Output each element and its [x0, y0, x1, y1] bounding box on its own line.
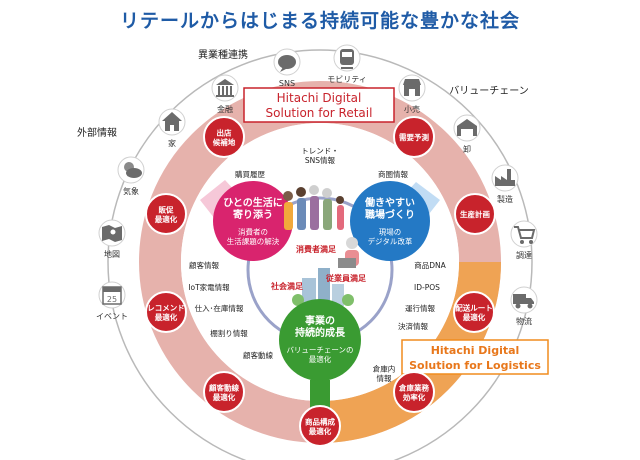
- info-label: 商品DNA: [414, 260, 446, 270]
- logistics-box-line1: Hitachi Digital: [431, 344, 520, 357]
- outer-item-label: SNS: [279, 79, 295, 88]
- ring-node: レコメンド最適化: [145, 291, 187, 333]
- outer-item: 製造: [491, 164, 519, 204]
- consumer-satisfaction-label: 消費者満足: [296, 244, 337, 254]
- cart-icon: [514, 226, 536, 244]
- right-center-circle: [350, 181, 430, 261]
- ring-node-label: 顧客動線最適化: [209, 382, 239, 402]
- truck-icon: [513, 294, 534, 309]
- worker-illustration: [338, 237, 359, 268]
- ring-node-label: レコメンド最適化: [147, 303, 185, 322]
- outer-item-label: 製造: [497, 194, 513, 204]
- value-chain-label: バリューチェーン: [449, 85, 529, 97]
- outer-item-label: 金融: [217, 104, 233, 114]
- ring-node-label: 配送ルート最適化: [455, 302, 493, 322]
- outer-item: 地図: [98, 219, 126, 259]
- outer-item-label: 家: [168, 138, 176, 148]
- ring-node: 出店候補地: [203, 116, 245, 158]
- right-circle-title: 働きやすい職場づくり: [364, 196, 415, 221]
- left-circle-subtitle: 消費者の生活課題の解決: [227, 226, 280, 246]
- outer-ring: [107, 49, 533, 460]
- calendar-date-number: 25: [107, 295, 117, 304]
- page-title: リテールからはじまる持続可能な豊かな社会: [119, 10, 520, 32]
- ring-node-label: 需要予測: [399, 132, 429, 142]
- calendar-icon: 25: [102, 286, 122, 305]
- bottom-circle-title: 事業の持続的成長: [295, 314, 346, 339]
- right-circle-subtitle: 現場のデジタル改革: [368, 226, 413, 246]
- outer-item-label: 卸: [463, 144, 471, 154]
- speech-bubble-icon: [278, 55, 296, 72]
- info-label: IoT家電情報: [188, 282, 230, 292]
- info-label: 倉庫内情報: [373, 363, 396, 383]
- family-illustration: [283, 185, 344, 230]
- outer-item: 物流: [510, 286, 538, 326]
- info-label: 顧客動線: [243, 350, 273, 360]
- outer-item-label: イベント: [96, 312, 128, 321]
- outer-item-label: 小売: [404, 104, 420, 114]
- outer-item: 金融: [211, 74, 239, 114]
- employee-satisfaction-label: 従業員満足: [325, 273, 367, 283]
- outer-item: 気象: [117, 156, 145, 196]
- ring-node-label: 販促最適化: [155, 204, 178, 224]
- ring-node: 商品構成最適化: [299, 405, 341, 447]
- info-label: ID-POS: [414, 283, 440, 292]
- info-label: 顧客情報: [189, 260, 219, 270]
- society-satisfaction-label: 社会満足: [270, 281, 304, 291]
- logistics-box-line2: Solution for Logistics: [409, 359, 541, 372]
- outer-item-label: 気象: [123, 186, 139, 196]
- outer-item: 家: [158, 108, 186, 148]
- ring-node: 倉庫業務効率化: [393, 371, 435, 413]
- weather-icon: [124, 162, 142, 178]
- bank-icon: [216, 79, 234, 97]
- external-info-label: 外部情報: [77, 126, 117, 139]
- train-icon: [340, 49, 354, 69]
- outer-item: SNS: [273, 48, 301, 88]
- bottom-circle-subtitle: バリューチェーンの最適化: [286, 345, 353, 364]
- outer-item-label: 地図: [104, 249, 120, 259]
- store-icon: [403, 79, 421, 96]
- house-icon: [162, 112, 182, 131]
- info-label: 棚割り情報: [210, 328, 248, 338]
- ring-node-label: 商品構成最適化: [305, 416, 335, 436]
- logistics-solution-box: [401, 339, 549, 375]
- outer-item-label: モビリティ: [327, 75, 367, 84]
- city-illustration: [292, 268, 354, 306]
- map-icon: [102, 225, 122, 242]
- left-circle-title: ひとの生活に寄り添う: [223, 196, 283, 221]
- retail-solution-box: [243, 87, 395, 123]
- outer-item: 調達: [510, 220, 538, 260]
- ring-node-label: 生産計画: [460, 209, 490, 219]
- warehouse-icon: [457, 119, 477, 136]
- ring-node: 需要予測: [393, 116, 435, 158]
- info-label: 購買履歴: [235, 169, 265, 179]
- bottom-center-circle: [279, 299, 361, 381]
- outer-item-label: 物流: [516, 316, 532, 326]
- outer-item: 小売: [398, 74, 426, 114]
- ring-node: 配送ルート最適化: [453, 291, 495, 333]
- ring-node: 販促最適化: [145, 193, 187, 235]
- left-center-circle: [213, 181, 293, 261]
- factory-icon: [495, 169, 515, 186]
- retail-box-line2: Solution for Retail: [266, 106, 373, 120]
- info-label: 決済情報: [398, 321, 428, 331]
- info-label: 運行情報: [405, 303, 435, 313]
- ring-node-label: 倉庫業務効率化: [398, 382, 429, 402]
- outer-item: モビリティ: [327, 44, 367, 84]
- outer-item-label: 調達: [516, 250, 532, 260]
- outer-item: 25 イベント: [96, 281, 128, 321]
- cross-industry-label: 異業種連携: [198, 48, 248, 61]
- info-label: 仕入･在庫情報: [195, 303, 244, 313]
- ring-node: 顧客動線最適化: [203, 371, 245, 413]
- outer-item: 卸: [453, 114, 481, 154]
- ring-node-label: 出店候補地: [213, 127, 236, 147]
- info-label: 商圏情報: [378, 169, 408, 179]
- ring-node: 生産計画: [454, 193, 496, 235]
- info-label: トレンド・SNS情報: [301, 146, 339, 165]
- retail-box-line1: Hitachi Digital: [277, 91, 362, 105]
